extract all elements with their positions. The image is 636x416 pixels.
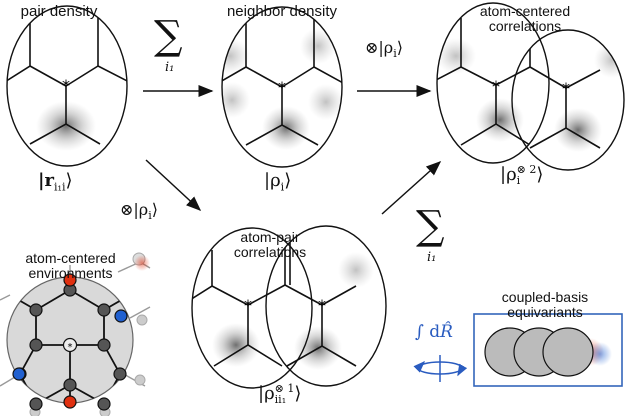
atom-centered-correlations-title-2: correlations (488, 18, 562, 34)
pair-correlation-lattice-1 (192, 250, 286, 367)
blue-atom (114, 309, 128, 323)
atom-centered-correlations-title-1: atom-centered (479, 3, 571, 19)
pair-correlation-ellipse-2 (265, 225, 387, 387)
coupled-basis-title-2: equivariants (507, 304, 583, 320)
arrow-tensor-diagonal (145, 159, 202, 212)
equivariant-box (473, 313, 623, 387)
central-atom-marker: * (562, 79, 570, 98)
atom-pair-correlations-title-2: correlations (233, 244, 307, 260)
environment-atoms (12, 273, 128, 411)
integral-over-rotations: ∫ dR̂ (415, 322, 453, 342)
pair-density-lattice (7, 18, 127, 151)
coupled-basis-title-1: coupled-basis (501, 289, 589, 305)
correlation-lattice-2 (529, 30, 624, 152)
neighbor-density-ket: |ρi⟩ (264, 170, 292, 194)
neighbor-density-ellipse (221, 6, 343, 168)
red-atom (63, 395, 77, 409)
atom-centered-correlations-panel: * * (436, 2, 625, 171)
pair-correlation-ellipse-1 (191, 227, 313, 389)
pair-correlation-lattice-2 (284, 240, 374, 370)
sum-symbol-diagonal: ∑ (416, 203, 445, 249)
environments-panel: * (0, 252, 151, 416)
blue-atom (12, 367, 26, 381)
pair-density-panel: * (6, 5, 128, 167)
arrow-sum-diagonal (381, 160, 442, 215)
environments-title-2: environments (28, 265, 113, 281)
central-atom-marker: * (62, 76, 70, 95)
neighbor-atom-marker: * (318, 296, 326, 315)
correlation-ellipse-2 (511, 29, 625, 171)
environments-title-1: atom-centered (25, 250, 116, 266)
central-atom-marker: * (278, 78, 286, 97)
central-atom-marker: * (492, 77, 500, 96)
coupled-basis-panel (413, 313, 623, 387)
central-atom-marker: * (68, 342, 73, 353)
atom-pair-correlations-title-1: atom-pair (240, 229, 300, 245)
process-arrows (143, 85, 442, 215)
pair-density-ellipse (6, 5, 128, 167)
basis-lobe (542, 327, 594, 377)
correlation-ellipse-1 (436, 2, 550, 164)
sum-index-top: i₁ (165, 60, 175, 75)
central-atom-marker: * (244, 296, 252, 315)
neighbor-density-title: neighbor density (226, 3, 338, 20)
red-atom (63, 273, 77, 287)
pair-density-ket: |ri₁i⟩ (38, 170, 73, 194)
tensor-op-top: ⊗|ρi⟩ (365, 38, 403, 61)
tensor-op-diagonal: ⊗|ρi⟩ (120, 200, 158, 223)
sum-index-diagonal: i₁ (427, 250, 437, 265)
atom-pair-correlations-panel: * * (191, 225, 387, 389)
neighbor-density-panel: * (221, 6, 343, 168)
pair-density-title: pair density (20, 3, 98, 20)
rotation-icon (413, 355, 468, 382)
sum-symbol-top: ∑ (154, 13, 183, 59)
